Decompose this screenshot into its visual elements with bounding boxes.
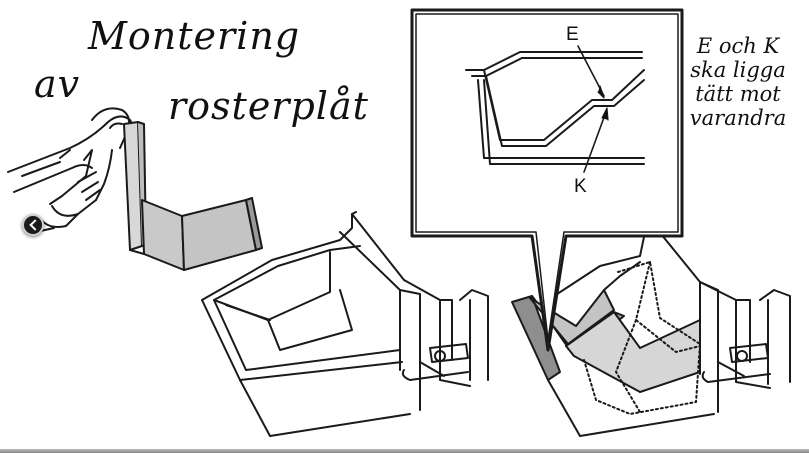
- label-k: K: [574, 176, 587, 197]
- title-line-2: av: [34, 62, 81, 106]
- bottom-border: [0, 449, 809, 453]
- back-button[interactable]: [22, 214, 44, 236]
- note-line-2: ska ligga: [690, 58, 786, 82]
- title-line-1: Montering: [88, 14, 301, 58]
- note-line-1: E och K: [696, 34, 780, 58]
- note-line-3: tätt mot: [695, 82, 781, 106]
- hand-illustration: [7, 107, 137, 233]
- back-arrow-icon: [28, 219, 41, 231]
- detail-callout: [410, 8, 684, 352]
- fryer-unit-after: [511, 217, 791, 437]
- title-line-3: rosterplåt: [168, 84, 369, 128]
- note-line-4: varandra: [689, 106, 787, 130]
- label-e: E: [566, 24, 579, 45]
- roaster-plate-loose: [123, 121, 263, 271]
- fryer-unit-before: [201, 211, 489, 437]
- alignment-note: E och K ska ligga tätt mot varandra: [673, 34, 803, 130]
